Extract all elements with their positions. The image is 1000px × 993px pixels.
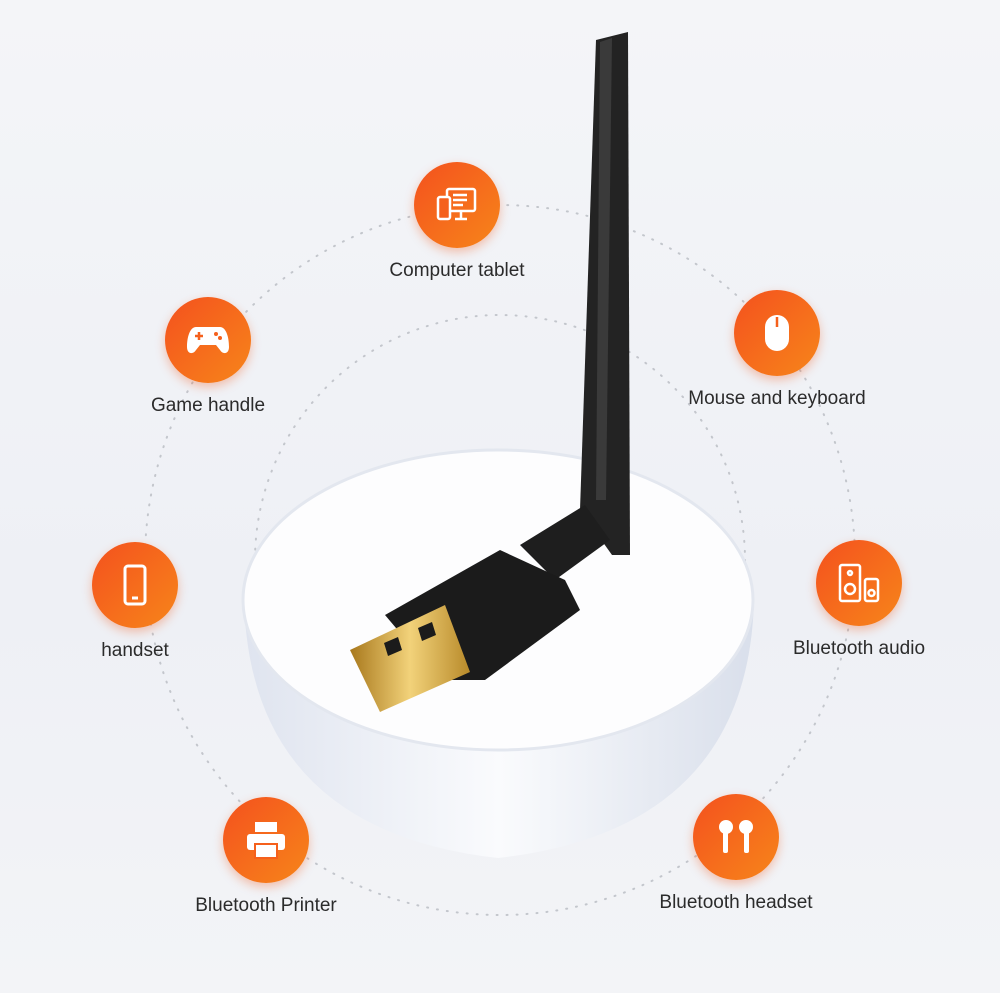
feature-label: Game handle [150,395,266,416]
computer-tablet-icon [414,162,500,248]
feature-bluetooth-printer: Bluetooth Printer [166,797,366,917]
feature-handset: handset [35,542,235,662]
feature-bluetooth-headset: Bluetooth headset [636,794,836,914]
feature-bluetooth-audio: Bluetooth audio [759,540,959,660]
feature-game-handle: Game handle [108,297,308,417]
feature-computer-tablet: Computer tablet [357,162,557,282]
earbuds-icon [693,794,779,880]
printer-icon [223,797,309,883]
usb-adapter [350,32,630,712]
feature-label: Mouse and keyboard [688,388,866,409]
feature-label: Bluetooth Printer [195,895,337,916]
feature-mouse-keyboard: Mouse and keyboard [677,290,877,410]
feature-label: handset [101,640,169,661]
mouse-icon [734,290,820,376]
phone-icon [92,542,178,628]
feature-label: Bluetooth headset [659,892,813,913]
gamepad-icon [165,297,251,383]
feature-label: Bluetooth audio [792,638,926,659]
speaker-icon [816,540,902,626]
feature-label: Computer tablet [389,260,525,281]
